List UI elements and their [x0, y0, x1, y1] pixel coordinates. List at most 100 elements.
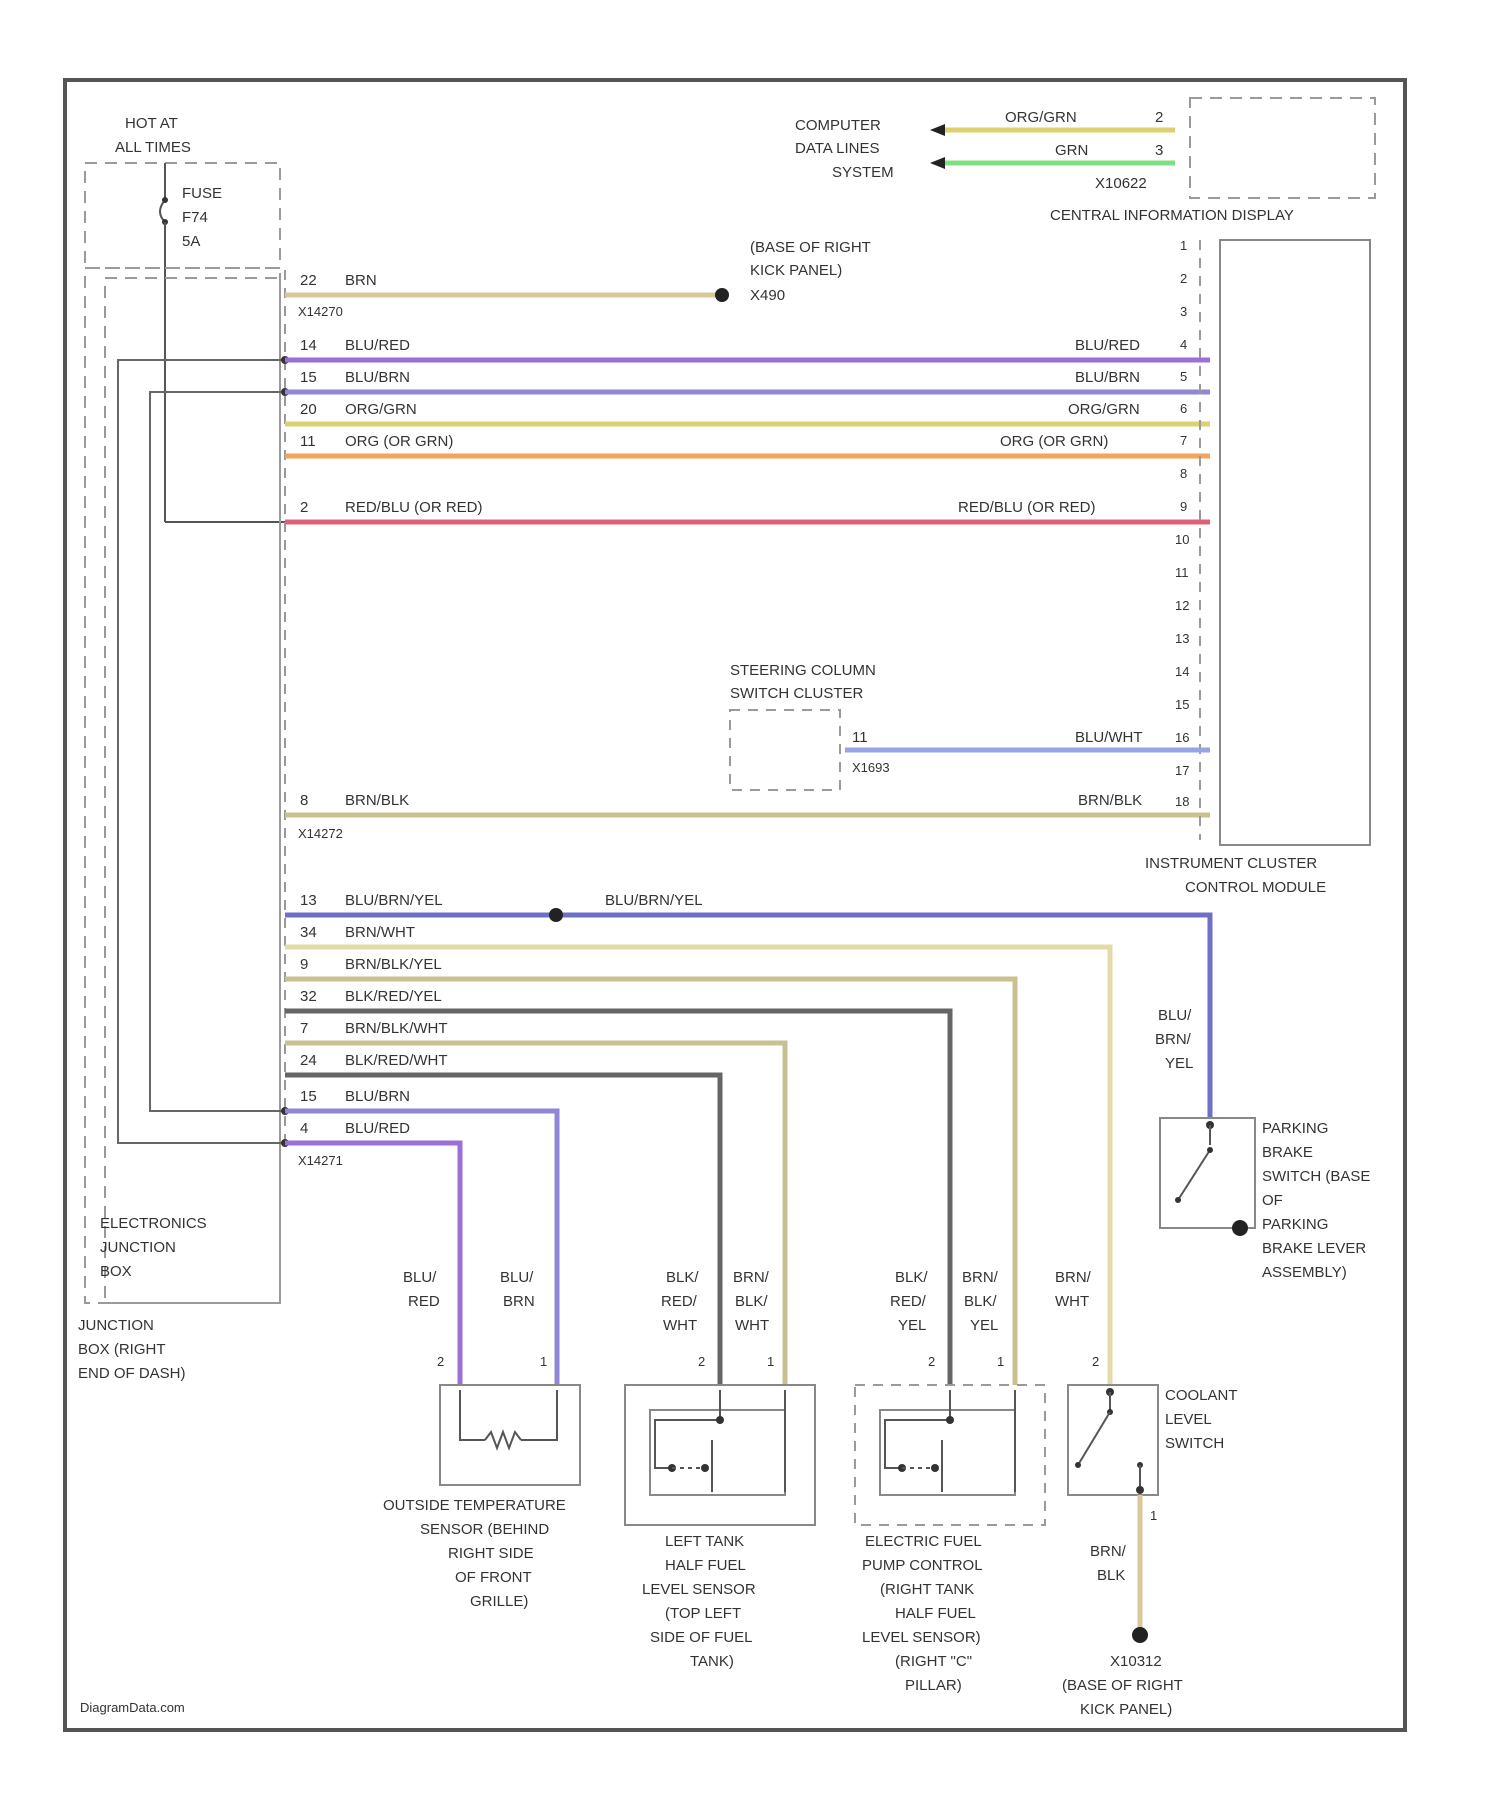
- ots-wire1-label-2: RED: [408, 1293, 440, 1310]
- ots-wire1-label-1: BLU/: [403, 1269, 437, 1286]
- steering-label-1: STEERING COLUMN: [730, 662, 876, 679]
- lt-wire1-label-3: WHT: [663, 1317, 697, 1334]
- thermistor-symbol: [485, 1432, 521, 1448]
- ots-internal-lead: [460, 1390, 485, 1440]
- ots-pin-1: 2: [437, 1354, 444, 1369]
- ic-name-label-2: CONTROL MODULE: [1185, 879, 1326, 896]
- ic-wire-7-color: ORG (OR GRN): [1000, 433, 1108, 450]
- cid-pin-1: 2: [1155, 109, 1163, 126]
- lt-label-2: HALF FUEL: [665, 1557, 746, 1574]
- ef-node: [931, 1464, 939, 1472]
- wire-blu-red-ots: [285, 1143, 460, 1385]
- ef-wire2-label-2: BLK/: [964, 1293, 997, 1310]
- cid-wire-2-label: GRN: [1055, 142, 1088, 159]
- ic-pin: 7: [1180, 433, 1187, 448]
- splice-wire-color: BLU/BRN/YEL: [605, 892, 703, 909]
- ic-pin: 16: [1175, 730, 1189, 745]
- cl-label-1: COOLANT: [1165, 1387, 1238, 1404]
- top-wire-22-color: BRN: [345, 272, 377, 289]
- ejb-label-1: ELECTRONICS: [100, 1215, 207, 1232]
- ef-wire2-label-1: BRN/: [962, 1269, 999, 1286]
- bottom-wire-color: BLU/BRN: [345, 1088, 410, 1105]
- coolant-ground-node: [1132, 1627, 1148, 1643]
- ef-label-5: LEVEL SENSOR): [862, 1629, 981, 1646]
- top-wire-2-color: RED/BLU (OR RED): [345, 499, 483, 516]
- ic-pin: 18: [1175, 794, 1189, 809]
- pb-pivot: [1207, 1147, 1213, 1153]
- cid-module-outline: [1190, 98, 1375, 198]
- pb-label-7: ASSEMBLY): [1262, 1264, 1347, 1281]
- fuse-label-2: F74: [182, 209, 208, 226]
- fuse-label-3: 5A: [182, 233, 200, 250]
- lt-label-4: (TOP LEFT: [665, 1605, 741, 1622]
- ic-pin: 10: [1175, 532, 1189, 547]
- ground-label-2: KICK PANEL): [750, 262, 842, 279]
- top-wire-8-color: BRN/BLK: [345, 792, 409, 809]
- pb-label-1: PARKING: [1262, 1120, 1328, 1137]
- lt-wire1-label-2: RED/: [661, 1293, 698, 1310]
- cl-ground-wire-label-2: BLK: [1097, 1567, 1125, 1584]
- ots-internal-lead: [521, 1390, 557, 1440]
- bottom-wire-pin: 15: [300, 1088, 317, 1105]
- diagram-frame: [65, 80, 1405, 1730]
- bottom-wire-labels: 13 BLU/BRN/YEL 34 BRN/WHT 9 BRN/BLK/YEL …: [298, 892, 448, 1168]
- cl-pin-2: 1: [1150, 1508, 1157, 1523]
- ef-label-7: PILLAR): [905, 1677, 962, 1694]
- top-wire-11-color: ORG (OR GRN): [345, 433, 453, 450]
- ic-pin: 9: [1180, 499, 1187, 514]
- steering-connector: X1693: [852, 760, 890, 775]
- lt-wire2-label-2: BLK/: [735, 1293, 768, 1310]
- ic-wire-4-color: BLU/RED: [1075, 337, 1140, 354]
- top-wire-8-pin: 8: [300, 792, 308, 809]
- jb-label-1: JUNCTION: [78, 1317, 154, 1334]
- ic-wire-18-color: BRN/BLK: [1078, 792, 1142, 809]
- ic-pin: 12: [1175, 598, 1189, 613]
- ots-wire2-label-2: BRN: [503, 1293, 535, 1310]
- pb-ground-node: [1232, 1220, 1248, 1236]
- steering-label-2: SWITCH CLUSTER: [730, 685, 864, 702]
- cl-contact: [1075, 1462, 1081, 1468]
- ef-wire1-label-3: YEL: [898, 1317, 926, 1334]
- ic-pin: 2: [1180, 271, 1187, 286]
- cl-wire-label-1: BRN/: [1055, 1269, 1092, 1286]
- parking-brake-switch-body: [1160, 1118, 1255, 1228]
- splice-node: [549, 908, 563, 922]
- fuse-label-1: FUSE: [182, 185, 222, 202]
- top-wire-14-color: BLU/RED: [345, 337, 410, 354]
- lt-node: [716, 1416, 724, 1424]
- pb-label-5: PARKING: [1262, 1216, 1328, 1233]
- lt-internal-lead: [655, 1390, 720, 1468]
- jb-loop-blu-brn: [150, 392, 285, 1111]
- ic-pin: 14: [1175, 664, 1189, 679]
- cl-ground-label-1: X10312: [1110, 1653, 1162, 1670]
- top-wire-2-pin: 2: [300, 499, 308, 516]
- bottom-wire-pin: 24: [300, 1052, 317, 1069]
- computer-label-2: DATA LINES: [795, 140, 879, 157]
- ots-label-1: OUTSIDE TEMPERATURE: [383, 1497, 566, 1514]
- cl-wire-label-2: WHT: [1055, 1293, 1089, 1310]
- lt-label-5: SIDE OF FUEL: [650, 1629, 753, 1646]
- bottom-wire-color: BLU/BRN/YEL: [345, 892, 443, 909]
- ic-pin: 1: [1180, 238, 1187, 253]
- lt-label-6: TANK): [690, 1653, 734, 1670]
- lt-label-3: LEVEL SENSOR: [642, 1581, 756, 1598]
- pb-contact: [1175, 1197, 1181, 1203]
- bottom-wire-pin: 4: [300, 1120, 308, 1137]
- pb-label-2: BRAKE: [1262, 1144, 1313, 1161]
- electronics-junction-box-outline: [105, 278, 280, 1303]
- top-wire-15-pin: 15: [300, 369, 317, 386]
- ef-pin-1: 2: [928, 1354, 935, 1369]
- steering-switch-outline: [730, 710, 840, 790]
- bottom-wire-pin: 32: [300, 988, 317, 1005]
- pb-label-6: BRAKE LEVER: [1262, 1240, 1366, 1257]
- ef-label-6: (RIGHT "C": [895, 1653, 972, 1670]
- top-wire-20-pin: 20: [300, 401, 317, 418]
- bottom-wire-pin: 7: [300, 1020, 308, 1037]
- pb-wire-label-1: BLU/: [1158, 1007, 1192, 1024]
- hot-at-label: HOT AT: [125, 115, 178, 132]
- cid-wire-1-label: ORG/GRN: [1005, 109, 1077, 126]
- pb-switch-arm: [1178, 1150, 1210, 1200]
- lt-wire2-label-3: WHT: [735, 1317, 769, 1334]
- computer-label-1: COMPUTER: [795, 117, 881, 134]
